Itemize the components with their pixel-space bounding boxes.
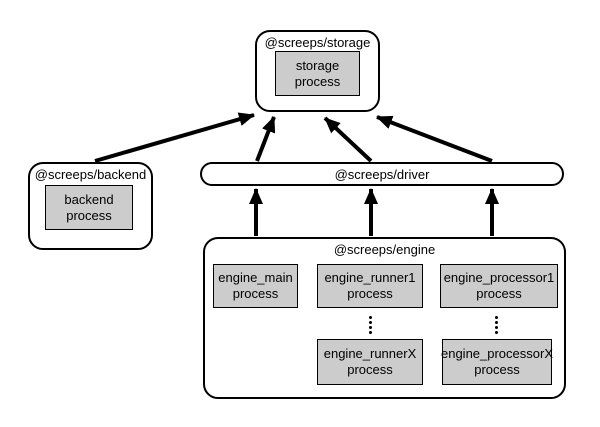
node-screeps-backend: @screeps/backend backend process	[28, 162, 153, 250]
processor-ellipsis-icon	[495, 316, 498, 334]
edge-driver-to-storage-mid	[323, 116, 373, 163]
edge-backend-to-storage	[94, 112, 255, 163]
node-screeps-engine: @screeps/engine engine_main process engi…	[203, 237, 566, 399]
backend-process-box: backend process	[45, 185, 133, 230]
engine-main-process-box: engine_main process	[213, 264, 298, 308]
engine-runnerX-process-box: engine_runnerX process	[317, 339, 423, 385]
engine-node-label: @screeps/engine	[333, 242, 436, 257]
storage-node-label: @screeps/storage	[264, 35, 371, 50]
edge-driver-to-storage-left	[255, 116, 276, 162]
engine-runner1-process-box: engine_runner1 process	[317, 264, 423, 308]
edge-driver-to-storage-right	[376, 115, 493, 163]
engine-processor1-process-box: engine_processor1 process	[440, 264, 558, 308]
storage-process-box: storage process	[275, 51, 360, 96]
runner-ellipsis-icon	[369, 316, 372, 334]
driver-node-label: @screeps/driver	[334, 166, 430, 182]
engine-processorX-process-box: engine_processorX process	[441, 339, 553, 385]
node-screeps-storage: @screeps/storage storage process	[255, 30, 380, 112]
node-screeps-driver: @screeps/driver	[200, 162, 564, 186]
backend-node-label: @screeps/backend	[34, 167, 147, 182]
